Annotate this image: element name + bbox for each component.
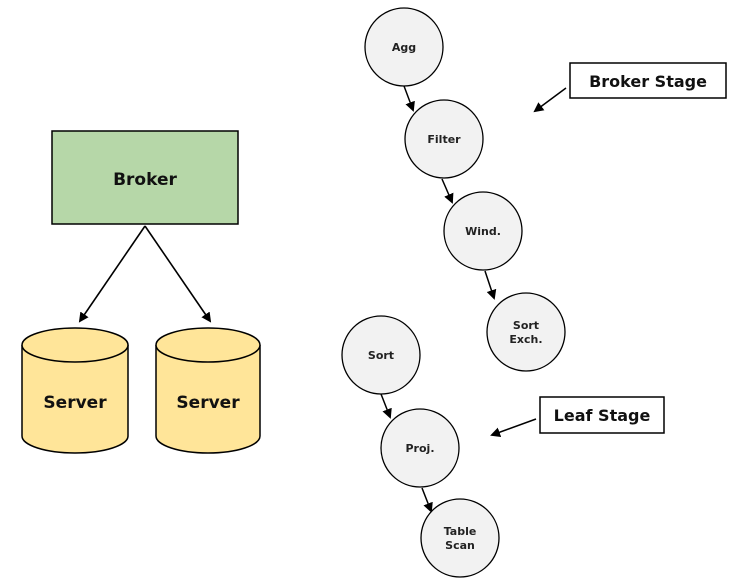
- leaf-stage-pointer-arrow: [490, 418, 537, 437]
- server-1-label: Server: [43, 393, 107, 413]
- filter-to-wind-arrow: [441, 178, 454, 204]
- leaf-stage-callout: Leaf Stage: [539, 396, 665, 434]
- broker-stage-pointer-arrow: [533, 87, 567, 113]
- node-sort: Sort: [341, 315, 421, 395]
- node-filter: Filter: [404, 99, 484, 179]
- node-sort-label: Sort: [368, 349, 394, 362]
- server-2-label: Server: [176, 393, 240, 413]
- server-1-cylinder: Server: [21, 327, 129, 454]
- broker-to-server-1-arrow: [78, 225, 146, 323]
- node-table-scan-label-1: Table: [444, 525, 477, 538]
- node-agg-label: Agg: [392, 41, 416, 54]
- node-sort-exch: Sort Exch.: [486, 292, 566, 372]
- node-proj-label: Proj.: [406, 442, 435, 455]
- node-wind: Wind.: [443, 191, 523, 271]
- node-table-scan: Table Scan: [420, 498, 500, 578]
- node-proj: Proj.: [380, 408, 460, 488]
- broker-to-server-2-arrow: [144, 225, 212, 323]
- broker-stage-callout: Broker Stage: [569, 62, 727, 99]
- server-2-cylinder: Server: [155, 327, 261, 454]
- node-sort-exch-label-2: Exch.: [509, 333, 542, 346]
- broker-stage-label: Broker Stage: [589, 72, 707, 91]
- leaf-stage-label: Leaf Stage: [554, 406, 651, 425]
- node-wind-label: Wind.: [465, 225, 501, 238]
- node-filter-label: Filter: [427, 133, 461, 146]
- node-table-scan-label-2: Scan: [445, 539, 475, 552]
- node-sort-exch-label-1: Sort: [513, 319, 539, 332]
- sort-to-proj-arrow: [380, 393, 392, 419]
- broker-box: Broker: [51, 130, 239, 225]
- wind-to-sortexch-arrow: [484, 270, 497, 300]
- proj-to-tablescan-arrow: [421, 487, 433, 513]
- broker-label: Broker: [113, 170, 177, 190]
- node-agg: Agg: [364, 7, 444, 87]
- agg-to-filter-arrow: [403, 85, 415, 112]
